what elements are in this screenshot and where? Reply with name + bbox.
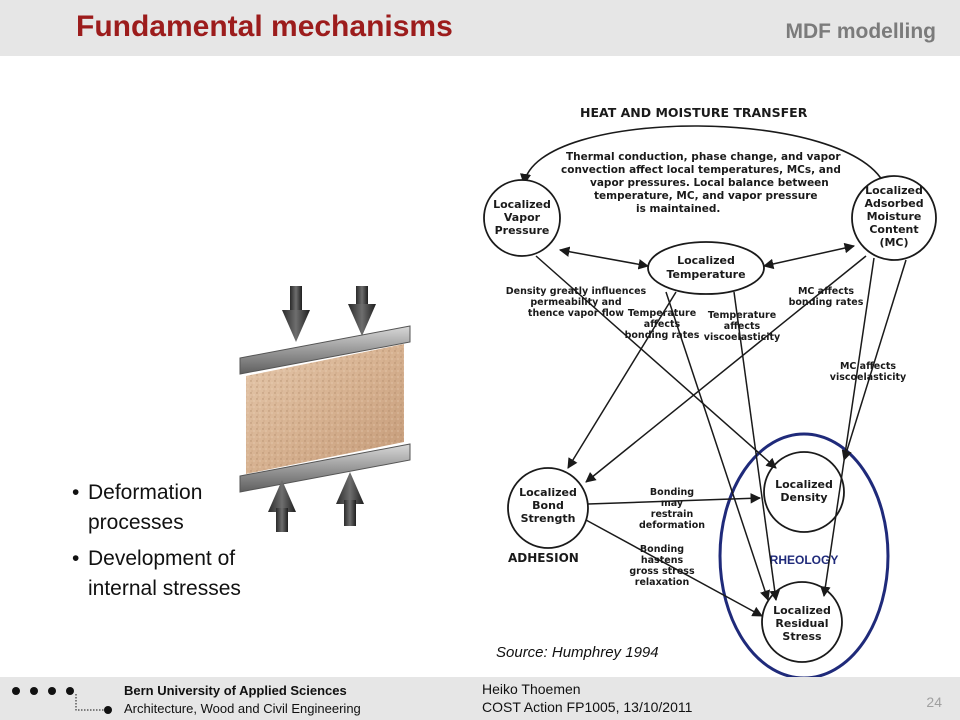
slide-title: Fundamental mechanisms — [76, 10, 453, 43]
svg-text:Localized: Localized — [493, 198, 551, 211]
diagram-heading: HEAT AND MOISTURE TRANSFER — [580, 105, 808, 120]
university-name: Bern University of Applied Sciences — [124, 683, 347, 698]
svg-text:bonding rates: bonding rates — [789, 297, 864, 308]
svg-text:affects: affects — [644, 319, 681, 330]
svg-text:convection affect local temper: convection affect local temperatures, MC… — [561, 164, 841, 176]
header-bar — [0, 0, 960, 56]
node-vapor-pressure: Localized Vapor Pressure — [483, 179, 561, 257]
svg-text:Stress: Stress — [782, 630, 822, 643]
page-number: 24 — [926, 694, 942, 710]
svg-text:Pressure: Pressure — [495, 224, 550, 237]
svg-text:temperature, MC, and vapor pre: temperature, MC, and vapor pressure — [594, 190, 818, 202]
department-name: Architecture, Wood and Civil Engineering — [124, 701, 361, 716]
bullet-text: Development of — [88, 547, 236, 570]
svg-text:vapor pressures. Local balance: vapor pressures. Local balance between — [590, 177, 829, 189]
source-citation: Source: Humphrey 1994 — [496, 644, 659, 661]
adhesion-label: ADHESION — [508, 551, 579, 565]
annotation-mc-bonding: MC affects bonding rates — [789, 286, 864, 308]
top-press-plate — [239, 325, 411, 375]
svg-text:Strength: Strength — [521, 512, 576, 525]
slide-topic: MDF modelling — [785, 20, 937, 43]
svg-text:Bonding: Bonding — [650, 487, 694, 498]
event-info: COST Action FP1005, 13/10/2011 — [482, 699, 693, 715]
heat-transfer-arc — [520, 125, 888, 190]
down-arrow-right — [348, 286, 376, 336]
node-residual-stress: Localized Residual Stress — [761, 581, 843, 663]
svg-text:Content: Content — [869, 223, 918, 236]
annotation-bond-restrain: Bonding may restrain deformation — [639, 487, 705, 531]
svg-text:affects: affects — [724, 321, 761, 332]
node-bond-strength: Localized Bond Strength — [507, 467, 589, 549]
svg-text:bonding rates: bonding rates — [625, 330, 700, 341]
svg-text:Localized: Localized — [773, 604, 831, 617]
svg-text:Density: Density — [780, 491, 827, 504]
diagram-connectors — [535, 242, 907, 617]
node-density: Localized Density — [763, 451, 845, 533]
svg-text:Residual: Residual — [775, 617, 828, 630]
node-moisture-content: Localized Adsorbed Moisture Content (MC) — [851, 175, 937, 261]
up-arrow-right — [336, 472, 364, 526]
bullet-text-continued: processes — [88, 511, 184, 534]
svg-text:MC affects: MC affects — [840, 361, 896, 372]
svg-text:Density greatly influences: Density greatly influences — [506, 286, 647, 297]
svg-text:restrain: restrain — [651, 509, 694, 520]
bullet-text: Deformation — [88, 481, 203, 504]
annotation-mc-visco: MC affects viscoelasticity — [830, 361, 907, 383]
annotation-bond-hasten: Bonding hastens gross stress relaxation — [629, 544, 695, 588]
svg-text:Temperature: Temperature — [628, 308, 696, 319]
svg-text:viscoelasticity: viscoelasticity — [704, 332, 781, 343]
bullet-text-continued: internal stresses — [88, 577, 241, 600]
svg-text:permeability and: permeability and — [530, 297, 621, 308]
svg-text:MC affects: MC affects — [798, 286, 854, 297]
mechanism-diagram: HEAT AND MOISTURE TRANSFER Thermal condu… — [483, 105, 937, 680]
svg-text:Localized: Localized — [775, 478, 833, 491]
up-arrow-left — [268, 480, 296, 532]
svg-text:gross stress: gross stress — [629, 566, 695, 577]
bottom-press-plate — [239, 443, 411, 493]
svg-text:is maintained.: is maintained. — [636, 203, 720, 215]
svg-text:Thermal conduction, phase chan: Thermal conduction, phase change, and va… — [566, 151, 841, 163]
bullet-list: • Deformation processes • Development of… — [72, 478, 292, 610]
bullet-marker: • — [72, 547, 80, 570]
annotation-temp-visco: Temperature affects viscoelasticity — [704, 310, 781, 343]
svg-text:Localized: Localized — [519, 486, 577, 499]
svg-text:Moisture: Moisture — [867, 210, 922, 223]
svg-text:Localized: Localized — [677, 254, 735, 267]
svg-text:deformation: deformation — [639, 520, 705, 531]
svg-text:Temperature: Temperature — [708, 310, 776, 321]
svg-text:Localized: Localized — [865, 184, 923, 197]
svg-text:(MC): (MC) — [879, 236, 908, 249]
annotation-temp-bonding: Temperature affects bonding rates — [625, 308, 700, 341]
university-logo — [12, 687, 112, 714]
svg-text:Bond: Bond — [532, 499, 564, 512]
rheology-label: RHEOLOGY — [770, 553, 839, 567]
node-temperature: Localized Temperature — [647, 241, 765, 295]
svg-text:may: may — [661, 498, 684, 509]
svg-text:Vapor: Vapor — [504, 211, 541, 224]
svg-text:hastens: hastens — [641, 555, 684, 566]
down-arrow-left — [282, 286, 310, 342]
annotation-density-influence: Density greatly influences permeability … — [506, 286, 647, 319]
svg-text:relaxation: relaxation — [635, 577, 690, 588]
svg-text:viscoelasticity: viscoelasticity — [830, 372, 907, 383]
footer-bar — [0, 677, 960, 720]
author-name: Heiko Thoemen — [482, 681, 581, 697]
svg-text:Temperature: Temperature — [666, 268, 745, 281]
svg-text:Adsorbed: Adsorbed — [864, 197, 923, 210]
bullet-item-stresses: • Development of internal stresses — [72, 544, 292, 604]
bullet-marker: • — [72, 481, 80, 504]
svg-text:thence vapor flow: thence vapor flow — [528, 308, 624, 319]
svg-text:Bonding: Bonding — [640, 544, 684, 555]
bullet-item-deformation: • Deformation processes — [72, 478, 292, 538]
heat-transfer-description: Thermal conduction, phase change, and va… — [561, 151, 841, 215]
press-illustration — [239, 286, 411, 532]
